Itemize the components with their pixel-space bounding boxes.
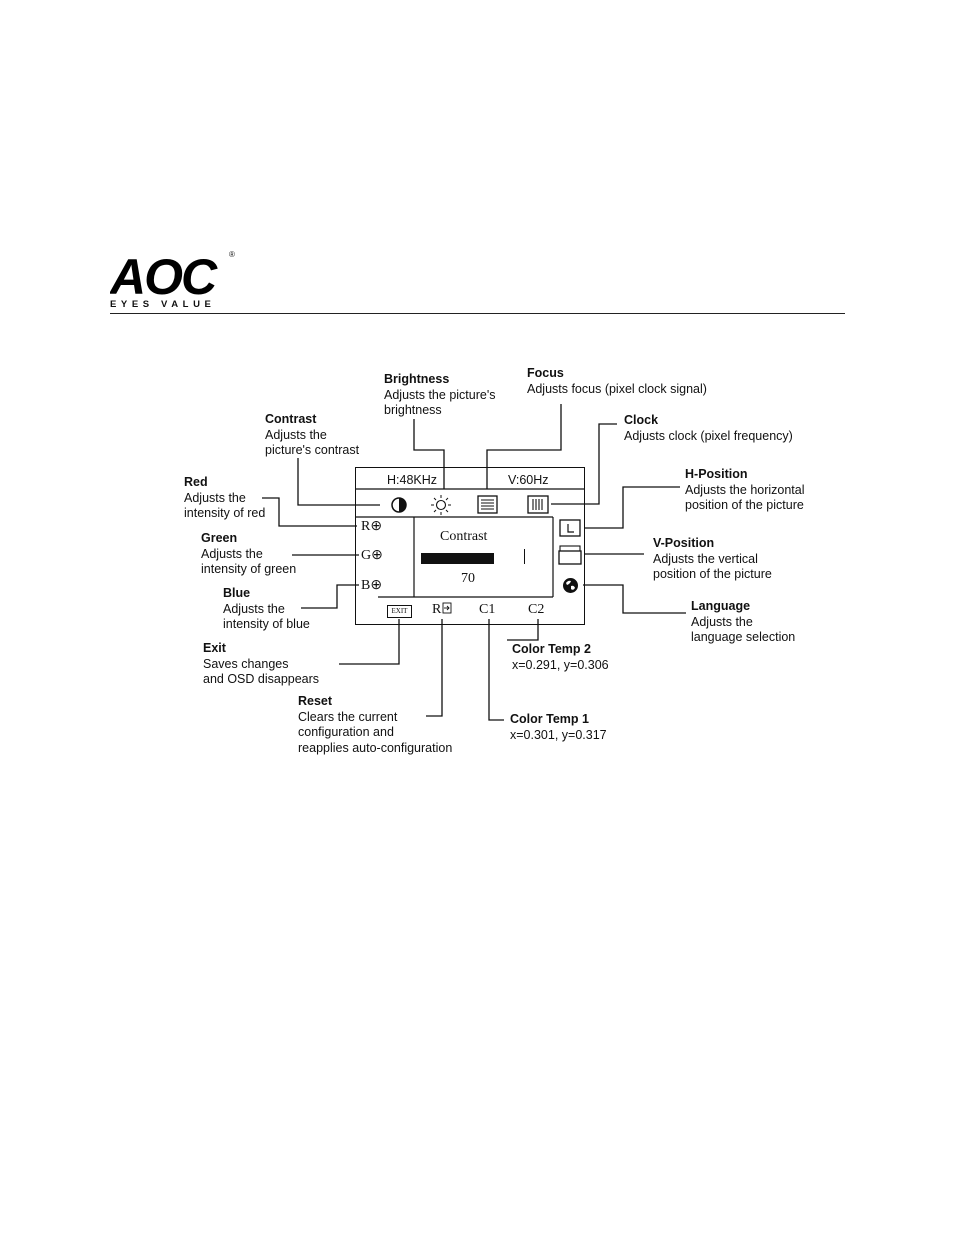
callout-line: and OSD disappears: [203, 672, 320, 686]
leader-contrast: [297, 458, 380, 506]
callout-language: Language Adjusts the language selection: [691, 599, 795, 646]
exit-button[interactable]: EXIT: [387, 605, 412, 618]
callout-line: Adjusts the vertical: [653, 551, 758, 566]
language-icon[interactable]: [562, 577, 579, 594]
blue-control[interactable]: B⊕: [361, 578, 383, 593]
callout-title: Language: [691, 599, 751, 613]
leader-hpos: [584, 486, 680, 529]
callout-line: Adjusts clock (pixel frequency): [624, 428, 793, 443]
callout-line: Saves changes: [203, 656, 289, 671]
callout-color-temp-2: Color Temp 2 x=0.291, y=0.306: [512, 642, 609, 673]
callout-brightness: Brightness Adjusts the picture's brightn…: [384, 372, 495, 419]
leader-reset: [426, 619, 443, 717]
callout-line: intensity of blue: [223, 617, 310, 631]
callout-line: Adjusts the: [265, 427, 327, 442]
h-position-icon[interactable]: [559, 519, 581, 537]
callout-red: Red Adjusts the intensity of red: [184, 475, 265, 522]
bar-end-mark: [524, 549, 525, 564]
registered-mark: ®: [229, 250, 235, 259]
leader-clock: [551, 423, 617, 505]
contrast-bar[interactable]: [421, 553, 494, 564]
leader-ct2: [507, 619, 539, 641]
callout-title: Focus: [527, 366, 564, 380]
focus-icon[interactable]: [477, 495, 498, 514]
callout-contrast: Contrast Adjusts the picture's contrast: [265, 412, 359, 459]
callout-title: Reset: [298, 694, 333, 708]
reset-arrow-icon: [442, 602, 452, 614]
callout-title: H-Position: [685, 467, 748, 481]
color-temp-2-button[interactable]: C2: [528, 602, 545, 617]
callout-line: intensity of green: [201, 562, 297, 576]
leader-blue: [301, 584, 359, 609]
callout-h-position: H-Position Adjusts the horizontal positi…: [685, 467, 805, 514]
leader-focus: [486, 404, 562, 489]
callout-reset: Reset Clears the current configuration a…: [298, 694, 452, 756]
callout-line: position of the picture: [685, 498, 804, 512]
callout-line: reapplies auto-configuration: [298, 740, 453, 755]
callout-title: V-Position: [653, 536, 715, 550]
callout-line: Adjusts focus (pixel clock signal): [527, 381, 707, 396]
callout-line: picture's contrast: [265, 443, 360, 457]
v-position-icon[interactable]: [558, 544, 583, 566]
header-rule: [110, 313, 845, 314]
reset-button[interactable]: R: [432, 602, 452, 618]
callout-line: Adjusts the: [184, 490, 246, 505]
callout-title: Green: [201, 531, 238, 545]
callout-v-position: V-Position Adjusts the vertical position…: [653, 536, 772, 583]
callout-title: Brightness: [384, 372, 450, 386]
contrast-icon[interactable]: [390, 496, 408, 514]
callout-line: x=0.291, y=0.306: [512, 657, 609, 672]
callout-title: Blue: [223, 586, 251, 600]
callout-line: Adjusts the picture's: [384, 387, 496, 402]
callout-title: Contrast: [265, 412, 317, 426]
logo-tagline: EYES VALUE: [110, 299, 216, 310]
clock-icon[interactable]: [527, 495, 549, 514]
reset-label: R: [432, 602, 442, 617]
leader-brightness: [413, 419, 445, 489]
callout-line: configuration and: [298, 725, 394, 739]
red-control[interactable]: R⊕: [361, 519, 383, 534]
callout-green: Green Adjusts the intensity of green: [201, 531, 296, 578]
callout-line: Adjusts the: [691, 614, 753, 629]
callout-line: Clears the current: [298, 709, 398, 724]
v-frequency: V:60Hz: [508, 473, 549, 487]
callout-focus: Focus Adjusts focus (pixel clock signal): [527, 366, 707, 397]
callout-title: Red: [184, 475, 208, 489]
callout-line: Adjusts the: [201, 546, 263, 561]
green-control[interactable]: G⊕: [361, 548, 383, 563]
callout-title: Clock: [624, 413, 659, 427]
leader-exit: [339, 619, 400, 665]
panel-title: Contrast: [440, 529, 488, 544]
callout-line: position of the picture: [653, 567, 772, 581]
callout-color-temp-1: Color Temp 1 x=0.301, y=0.317: [510, 712, 607, 743]
callout-blue: Blue Adjusts the intensity of blue: [223, 586, 310, 633]
color-temp-1-button[interactable]: C1: [479, 602, 496, 617]
h-frequency: H:48KHz: [387, 473, 438, 487]
callout-line: language selection: [691, 630, 796, 644]
brightness-icon[interactable]: [430, 494, 452, 516]
callout-clock: Clock Adjusts clock (pixel frequency): [624, 413, 793, 444]
callout-line: intensity of red: [184, 506, 266, 520]
aoc-logo: AOC: [110, 250, 220, 305]
leader-red: [262, 497, 357, 527]
callout-line: Adjusts the: [223, 601, 285, 616]
callout-line: Adjusts the horizontal: [685, 482, 805, 497]
callout-title: Color Temp 2: [512, 642, 591, 656]
logo-text: AOC: [110, 250, 218, 305]
callout-title: Exit: [203, 641, 226, 655]
callout-title: Color Temp 1: [510, 712, 589, 726]
leader-language: [583, 584, 686, 614]
callout-line: x=0.301, y=0.317: [510, 727, 607, 742]
leader-ct1: [488, 619, 504, 721]
callout-line: brightness: [384, 403, 442, 417]
callout-exit: Exit Saves changes and OSD disappears: [203, 641, 319, 688]
panel-value: 70: [461, 571, 475, 586]
osd-window: [355, 467, 585, 625]
